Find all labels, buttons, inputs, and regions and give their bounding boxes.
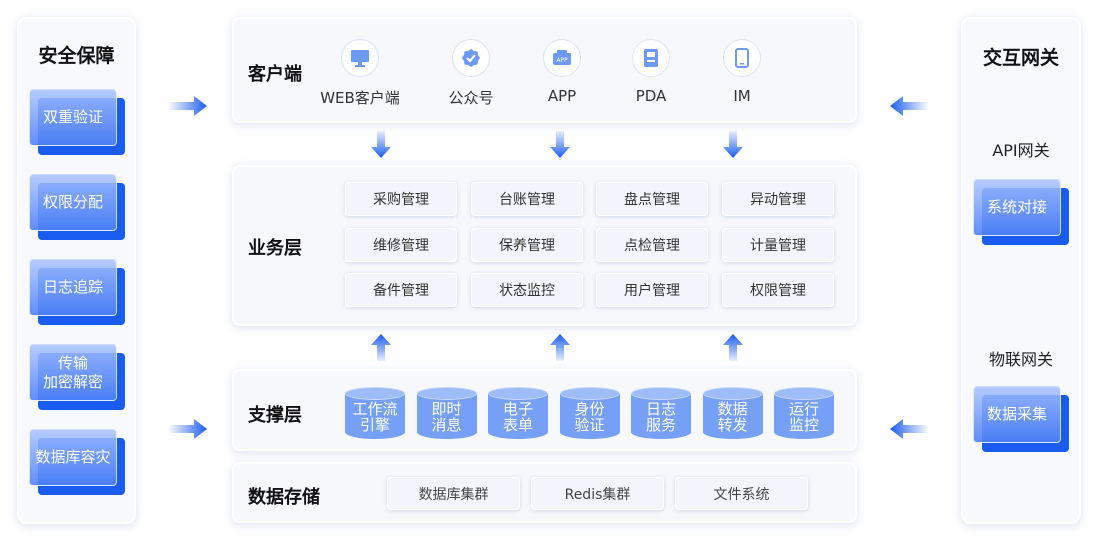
cylinder-top <box>416 387 477 400</box>
client-item[interactable]: IM <box>702 39 782 105</box>
business-module[interactable]: 盘点管理 <box>596 182 708 216</box>
iot-gateway-label: 物联网关 <box>988 350 1053 369</box>
client-item[interactable]: WEB客户端 <box>320 39 400 108</box>
support-service[interactable]: 数据 转发 <box>702 387 763 441</box>
arrow-down-icon <box>550 131 570 158</box>
cylinder-body <box>631 393 691 439</box>
security-item-label: 传输 加密解密 <box>29 344 117 401</box>
arrow-up-icon <box>550 334 570 361</box>
arrow-left-icon <box>890 96 929 116</box>
business-module[interactable]: 保养管理 <box>471 228 583 262</box>
client-label: 公众号 <box>448 89 494 107</box>
arrow-right-icon <box>168 419 207 439</box>
app-icon: APP <box>543 39 581 77</box>
business-module[interactable]: 计量管理 <box>722 228 834 262</box>
storage-item[interactable]: 文件系统 <box>675 477 808 510</box>
storage-item[interactable]: 数据库集群 <box>387 477 520 510</box>
support-service[interactable]: 即时 消息 <box>416 387 477 441</box>
business-module[interactable]: 台账管理 <box>471 182 583 216</box>
security-item-label: 双重验证 <box>29 89 117 146</box>
business-module[interactable]: 采购管理 <box>345 182 457 216</box>
arrow-up-icon <box>723 334 743 361</box>
service-label: 电子 表单 <box>502 400 533 434</box>
business-layer: 业务层 采购管理台账管理盘点管理异动管理维修管理保养管理点检管理计量管理备件管理… <box>232 165 857 326</box>
arrow-right-icon <box>168 96 207 116</box>
cylinder-top <box>631 387 691 400</box>
security-item[interactable]: 权限分配 <box>29 174 125 240</box>
api-gateway-card[interactable]: 系统对接 <box>973 179 1069 245</box>
client-item[interactable]: 公众号 <box>431 39 511 108</box>
service-label: 数据 转发 <box>717 400 748 434</box>
service-label: 日志 服务 <box>645 400 676 434</box>
support-service[interactable]: 运行 监控 <box>774 387 834 441</box>
client-title: 客户端 <box>248 64 302 85</box>
cylinder-body <box>774 393 834 439</box>
svg-text:APP: APP <box>556 57 568 64</box>
cylinder-body <box>702 393 763 439</box>
support-service[interactable]: 日志 服务 <box>631 387 691 441</box>
client-label: WEB客户端 <box>320 89 400 107</box>
security-item[interactable]: 日志追踪 <box>29 259 125 325</box>
support-service[interactable]: 工作流 引擎 <box>345 387 405 441</box>
support-service[interactable]: 身份 验证 <box>559 387 620 441</box>
cylinder-top <box>345 387 405 400</box>
business-module[interactable]: 备件管理 <box>345 273 457 307</box>
business-module[interactable]: 维修管理 <box>345 228 457 262</box>
security-item-label: 数据库容灾 <box>29 429 117 486</box>
arrow-down-icon <box>371 131 391 158</box>
monitor-icon <box>341 39 379 77</box>
arrow-left-icon <box>890 419 929 439</box>
security-panel: 安全保障 双重验证权限分配日志追踪传输 加密解密数据库容灾 <box>17 17 136 524</box>
security-item[interactable]: 传输 加密解密 <box>29 344 125 410</box>
client-label: IM <box>733 87 751 105</box>
security-item-label: 日志追踪 <box>29 259 117 316</box>
business-module[interactable]: 异动管理 <box>722 182 834 216</box>
card-label: 数据采集 <box>973 386 1061 443</box>
business-module[interactable]: 状态监控 <box>471 273 583 307</box>
card-label: 系统对接 <box>973 179 1061 236</box>
cylinder-body <box>488 393 548 439</box>
business-module[interactable]: 点检管理 <box>596 228 708 262</box>
security-item[interactable]: 双重验证 <box>29 89 125 155</box>
security-title: 安全保障 <box>38 45 115 67</box>
cylinder-top <box>488 387 548 400</box>
storage-title: 数据存储 <box>248 487 320 508</box>
arrow-up-icon <box>371 334 391 361</box>
cylinder-body <box>345 393 405 439</box>
cylinder-body <box>416 393 477 439</box>
cylinder-top <box>774 387 834 400</box>
service-label: 工作流 引擎 <box>352 400 398 434</box>
support-service[interactable]: 电子 表单 <box>488 387 548 441</box>
pda-device-icon <box>632 39 670 77</box>
verified-badge-icon <box>452 39 490 77</box>
storage-layer: 数据存储 数据库集群 Redis集群文件系统 <box>232 462 857 523</box>
client-item[interactable]: PDA <box>611 39 691 105</box>
client-label: PDA <box>635 87 667 105</box>
business-module[interactable]: 用户管理 <box>596 273 708 307</box>
arrow-down-icon <box>723 131 743 158</box>
cylinder-top <box>702 387 763 400</box>
iot-gateway-card[interactable]: 数据采集 <box>973 386 1069 452</box>
client-item[interactable]: APP APP <box>522 39 602 105</box>
service-label: 即时 消息 <box>431 400 462 434</box>
gateway-title: 交互网关 <box>982 47 1059 69</box>
client-label: APP <box>547 87 577 105</box>
api-gateway-label: API网关 <box>992 141 1050 160</box>
support-title: 支撑层 <box>248 405 302 426</box>
business-module[interactable]: 权限管理 <box>722 273 834 307</box>
client-layer: 客户端 WEB客户端 公众号 APP APP PDA IM <box>232 17 857 123</box>
cylinder-top <box>559 387 620 400</box>
service-label: 身份 验证 <box>574 400 605 434</box>
cylinder-body <box>559 393 620 439</box>
business-title: 业务层 <box>248 238 302 259</box>
mobile-phone-icon <box>723 39 761 77</box>
security-item-label: 权限分配 <box>29 174 117 231</box>
service-label: 运行 监控 <box>788 400 819 434</box>
storage-item[interactable]: Redis集群 <box>531 477 664 510</box>
security-item[interactable]: 数据库容灾 <box>29 429 125 495</box>
gateway-panel: 交互网关 API网关 系统对接 物联网关 数据采集 <box>961 17 1081 524</box>
support-layer: 支撑层 工作流 引擎 即时 消息 电子 表单 身份 验证 日志 服务 数据 转发 运行 监控 <box>232 369 857 451</box>
